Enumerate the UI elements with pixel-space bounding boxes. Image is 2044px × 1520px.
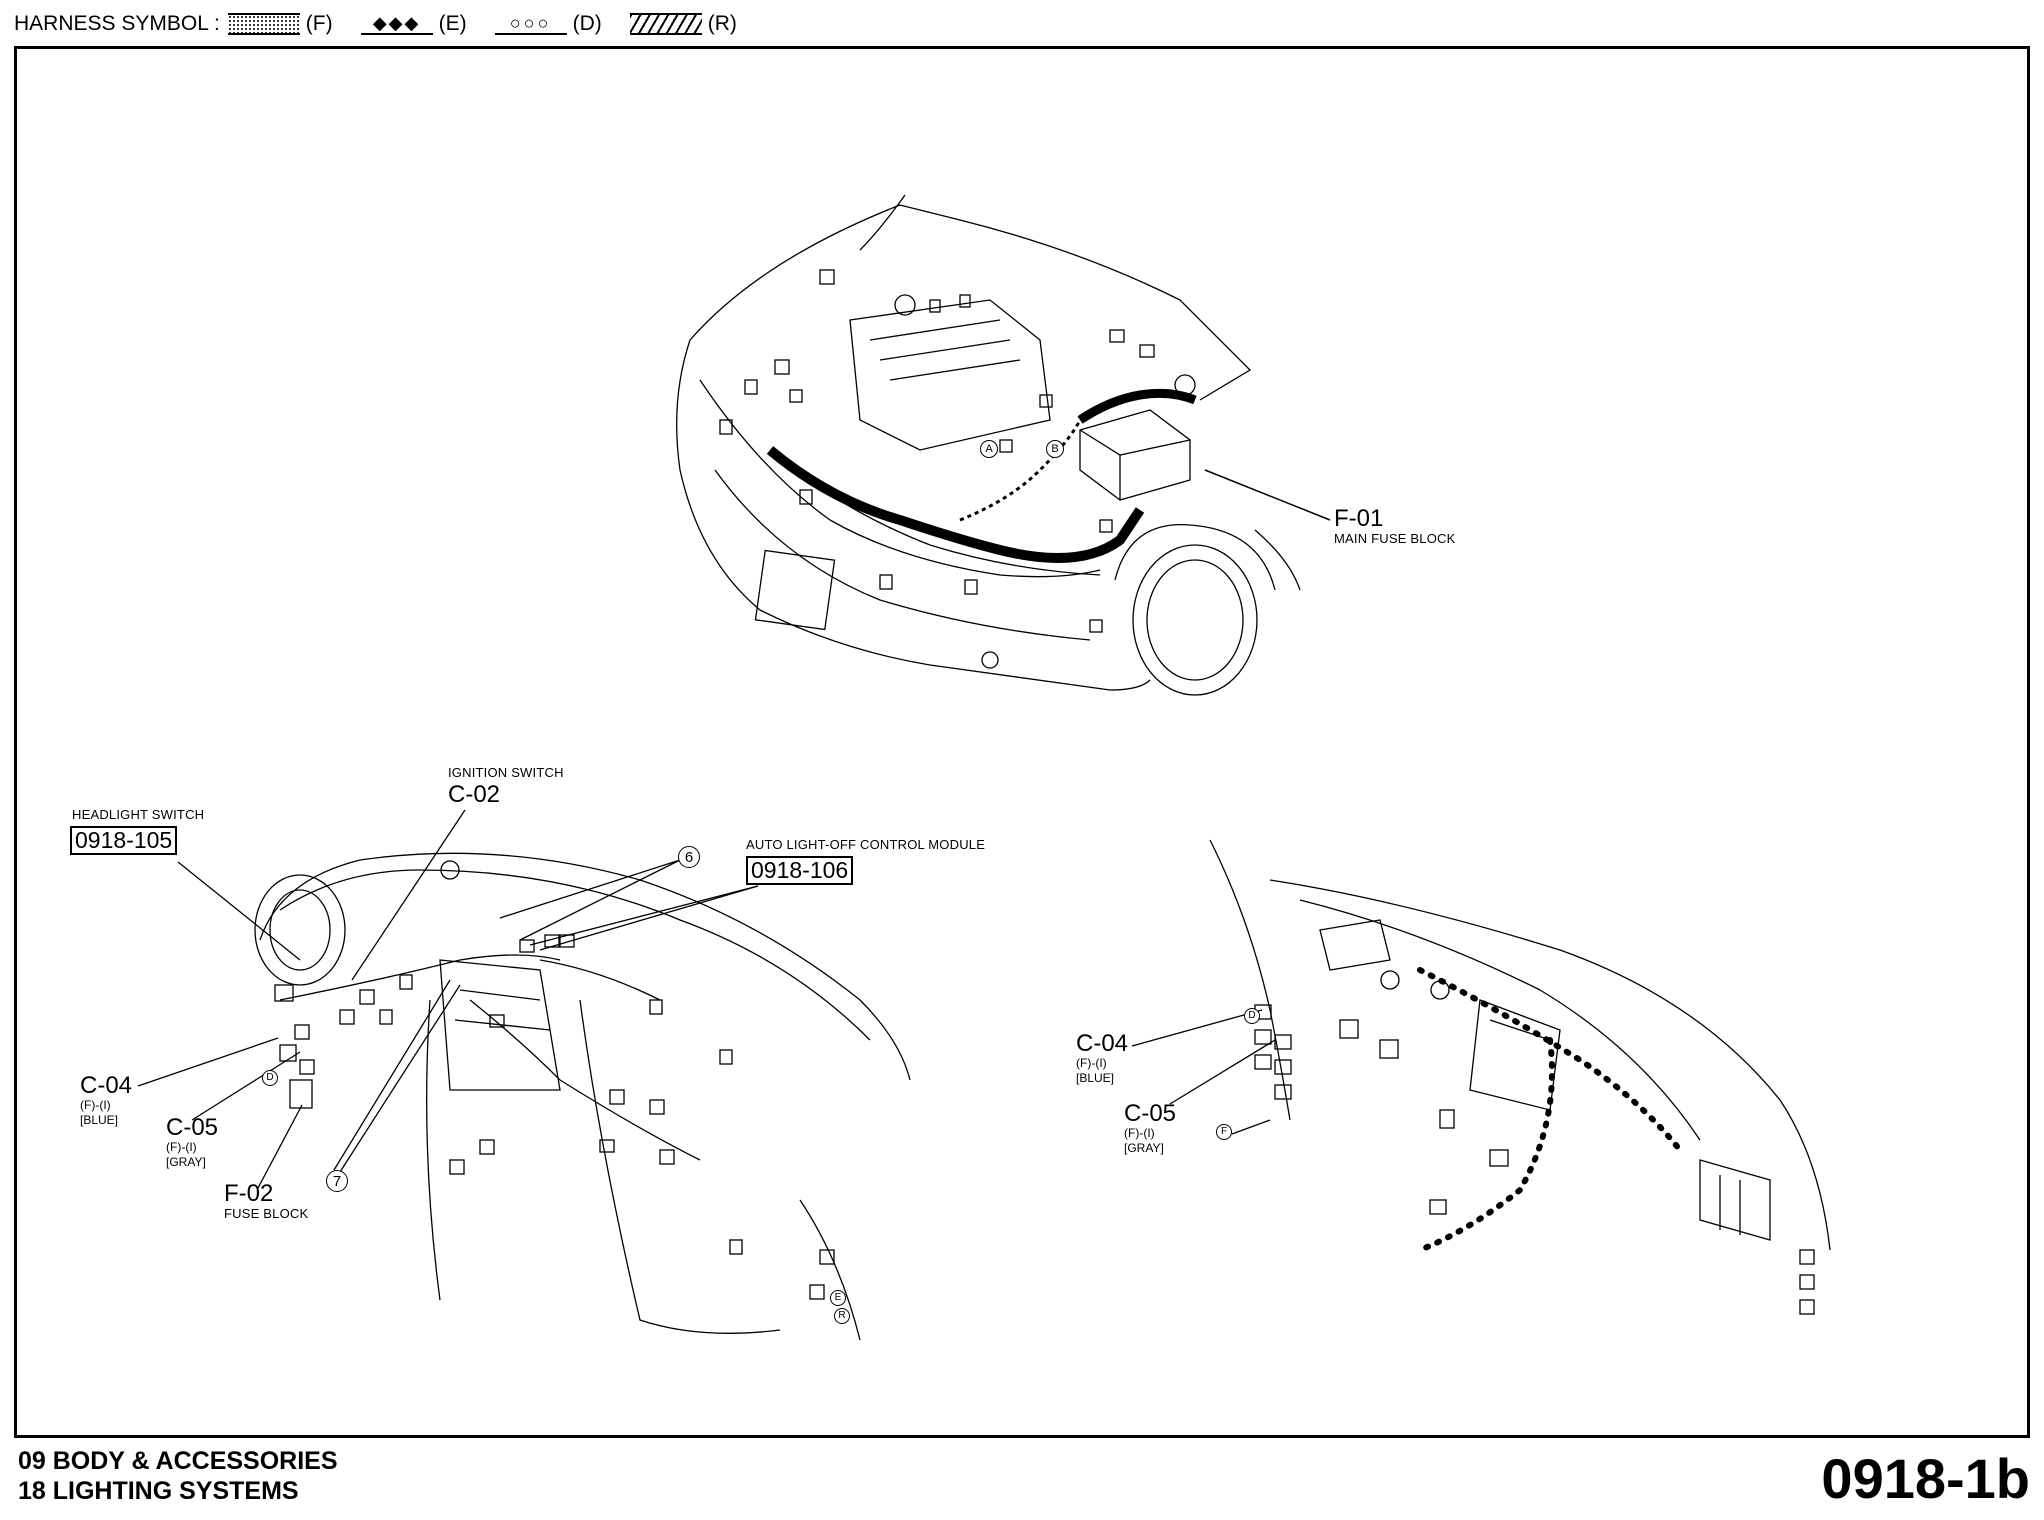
legend-symbol-f — [227, 13, 300, 35]
f02-code: F-02 — [224, 1180, 274, 1207]
auto-light-off-module-ref[interactable]: 0918-106 — [746, 856, 854, 885]
f02-name: FUSE BLOCK — [224, 1206, 309, 1221]
c05-left-color: [GRAY] — [166, 1155, 206, 1169]
c04-left-code: C-04 — [80, 1072, 133, 1099]
ignition-switch-name: IGNITION SWITCH — [448, 765, 564, 780]
ignition-switch-code: C-02 — [448, 781, 501, 808]
legend-code-d: (D) — [572, 12, 602, 35]
engine-compartment-drawing — [676, 194, 1331, 696]
headlight-switch-name: HEADLIGHT SWITCH — [72, 807, 205, 822]
footer-section-lighting-systems: 18 LIGHTING SYSTEMS — [18, 1477, 299, 1505]
callout-d-right: D — [1244, 1008, 1260, 1024]
legend-symbol-r — [629, 13, 702, 35]
callout-f: F — [1216, 1124, 1232, 1140]
c05-right-code: C-05 — [1124, 1100, 1177, 1127]
harness-symbol-legend: HARNESS SYMBOL : (F) ◆◆◆ (E) ○○○ (D) (R) — [14, 8, 757, 40]
legend-symbol-d: ○○○ — [494, 13, 567, 35]
callout-r: R — [834, 1308, 850, 1324]
callout-e: E — [830, 1290, 846, 1306]
c04-right-color: [BLUE] — [1076, 1071, 1115, 1085]
callout-b: B — [1046, 440, 1064, 458]
callout-d: D — [262, 1070, 278, 1086]
callout-a: A — [980, 440, 998, 458]
callout-7: 7 — [326, 1170, 348, 1192]
f01-name: MAIN FUSE BLOCK — [1334, 531, 1456, 546]
auto-light-off-module-name: AUTO LIGHT-OFF CONTROL MODULE — [746, 837, 986, 852]
instrument-panel-right-drawing — [1131, 839, 1831, 1315]
c05-right-color: [GRAY] — [1124, 1141, 1164, 1155]
c04-left-spec: (F)-(I) — [80, 1098, 111, 1112]
legend-code-r: (R) — [707, 12, 737, 35]
c04-left-color: [BLUE] — [80, 1113, 119, 1127]
legend-code-e: (E) — [438, 12, 467, 35]
legend-code-f: (F) — [305, 12, 333, 35]
c04-right-spec: (F)-(I) — [1076, 1056, 1107, 1070]
c05-left-spec: (F)-(I) — [166, 1140, 197, 1154]
instrument-panel-left-drawing — [137, 809, 911, 1341]
diagram-frame — [14, 46, 2030, 1438]
callout-6: 6 — [678, 846, 700, 868]
c05-right-spec: (F)-(I) — [1124, 1126, 1155, 1140]
legend-title: HARNESS SYMBOL : — [14, 12, 220, 35]
footer-section-body-accessories: 09 BODY & ACCESSORIES — [18, 1447, 338, 1475]
f01-code: F-01 — [1334, 505, 1384, 532]
c05-left-code: C-05 — [166, 1114, 219, 1141]
page-number: 0918-1b — [1821, 1447, 2030, 1510]
headlight-switch-ref[interactable]: 0918-105 — [70, 826, 178, 855]
c04-right-code: C-04 — [1076, 1030, 1129, 1057]
legend-symbol-e: ◆◆◆ — [360, 13, 433, 35]
